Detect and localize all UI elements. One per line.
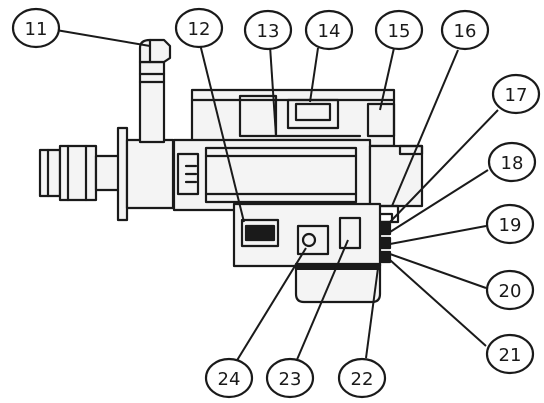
leader-15: [379, 47, 395, 111]
leader-16: [391, 49, 459, 207]
lower-control-box: [232, 202, 382, 304]
callout-label: 11: [25, 19, 48, 40]
callout-21: 21: [485, 333, 535, 375]
callout-label: 13: [257, 21, 280, 42]
leader-14: [309, 47, 319, 103]
callout-label: 19: [499, 215, 522, 236]
callout-17: 17: [491, 73, 541, 115]
callout-14: 14: [304, 9, 354, 51]
leader-11: [55, 29, 151, 47]
callout-12: 12: [174, 7, 224, 49]
callout-11: 11: [11, 7, 61, 49]
callout-label: 12: [188, 19, 211, 40]
callout-label: 24: [218, 369, 241, 390]
callout-label: 20: [499, 281, 522, 302]
callout-label: 17: [505, 85, 528, 106]
callout-18: 18: [487, 141, 537, 183]
callout-label: 21: [499, 345, 522, 366]
callout-22: 22: [337, 357, 387, 399]
leader-17: [389, 109, 499, 223]
callout-label: 15: [388, 21, 411, 42]
callout-15: 15: [374, 9, 424, 51]
callout-label: 16: [454, 21, 477, 42]
callout-label: 23: [279, 369, 302, 390]
leader-23: [295, 239, 349, 363]
callout-bubbles: 11 12 13 14 15 16 17 18: [11, 7, 541, 399]
callout-label: 18: [501, 153, 524, 174]
callout-13: 13: [243, 9, 293, 51]
leader-22: [365, 267, 379, 359]
callout-23: 23: [265, 357, 315, 399]
leader-24: [235, 247, 307, 363]
leader-13: [269, 45, 277, 137]
leader-21: [389, 259, 487, 347]
leader-12: [199, 43, 245, 223]
leader-20: [389, 253, 487, 289]
callout-16: 16: [440, 9, 490, 51]
main-body: [172, 138, 372, 212]
leader-lines: [55, 29, 499, 363]
callout-label: 22: [351, 369, 374, 390]
callout-24: 24: [204, 357, 254, 399]
callout-20: 20: [485, 269, 535, 311]
leader-18: [389, 169, 489, 233]
leader-19: [389, 225, 487, 245]
callout-label: 14: [318, 21, 341, 42]
machine-drawing: [38, 38, 424, 304]
callout-19: 19: [485, 203, 535, 245]
